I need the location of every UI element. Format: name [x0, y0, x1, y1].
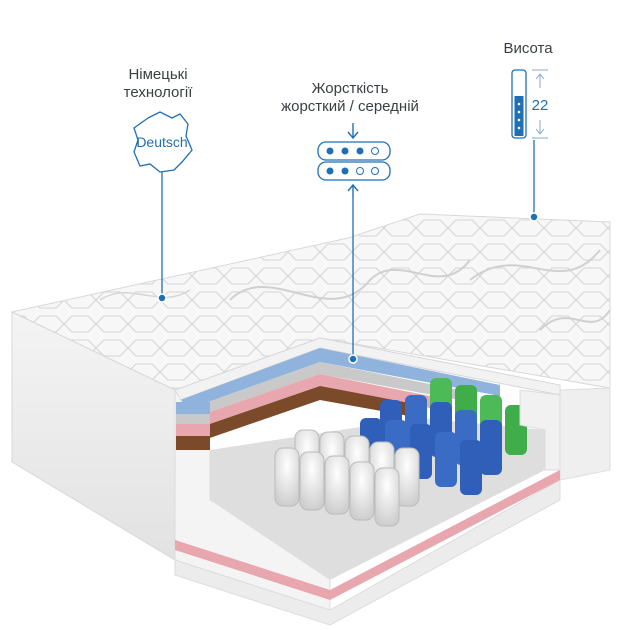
german-tech-callout: Deutsch [133, 111, 193, 303]
germany-map-icon [133, 111, 193, 173]
german-tech-line2: технології [123, 84, 193, 101]
deutsch-badge: Deutsch [136, 134, 187, 150]
firmness-label: Жорсткість жорсткий / середній [250, 80, 450, 116]
down-arrow-icon [347, 123, 359, 140]
height-pointer [529, 212, 539, 222]
firmness-pointer [348, 354, 358, 364]
springs-white [274, 429, 420, 527]
height-arrow-up-icon [535, 73, 545, 88]
layer-pink-foam [175, 374, 440, 436]
height-label: Висота [503, 40, 553, 57]
firmness-scale-bottom [317, 161, 391, 181]
height-value: 22 [532, 97, 549, 114]
height-arrow-down-icon [535, 120, 545, 135]
german-tech-label: Німецькі технології [98, 66, 218, 102]
german-tech-pointer [157, 293, 167, 303]
layer-coir [175, 386, 420, 450]
german-tech-line1: Німецькі [128, 66, 188, 83]
firmness-line1: Жорсткість [311, 80, 389, 97]
layer-bottom-pink [175, 470, 560, 600]
firmness-line2: жорсткий / середній [281, 98, 419, 115]
firmness-callout [317, 123, 391, 364]
mattress-right-side [559, 387, 611, 481]
height-gauge-icon [511, 69, 527, 139]
height-callout: 22 [511, 69, 549, 222]
up-arrow-icon [347, 183, 359, 198]
layer-gray-felt [175, 362, 470, 424]
firmness-scale-top [317, 141, 391, 161]
